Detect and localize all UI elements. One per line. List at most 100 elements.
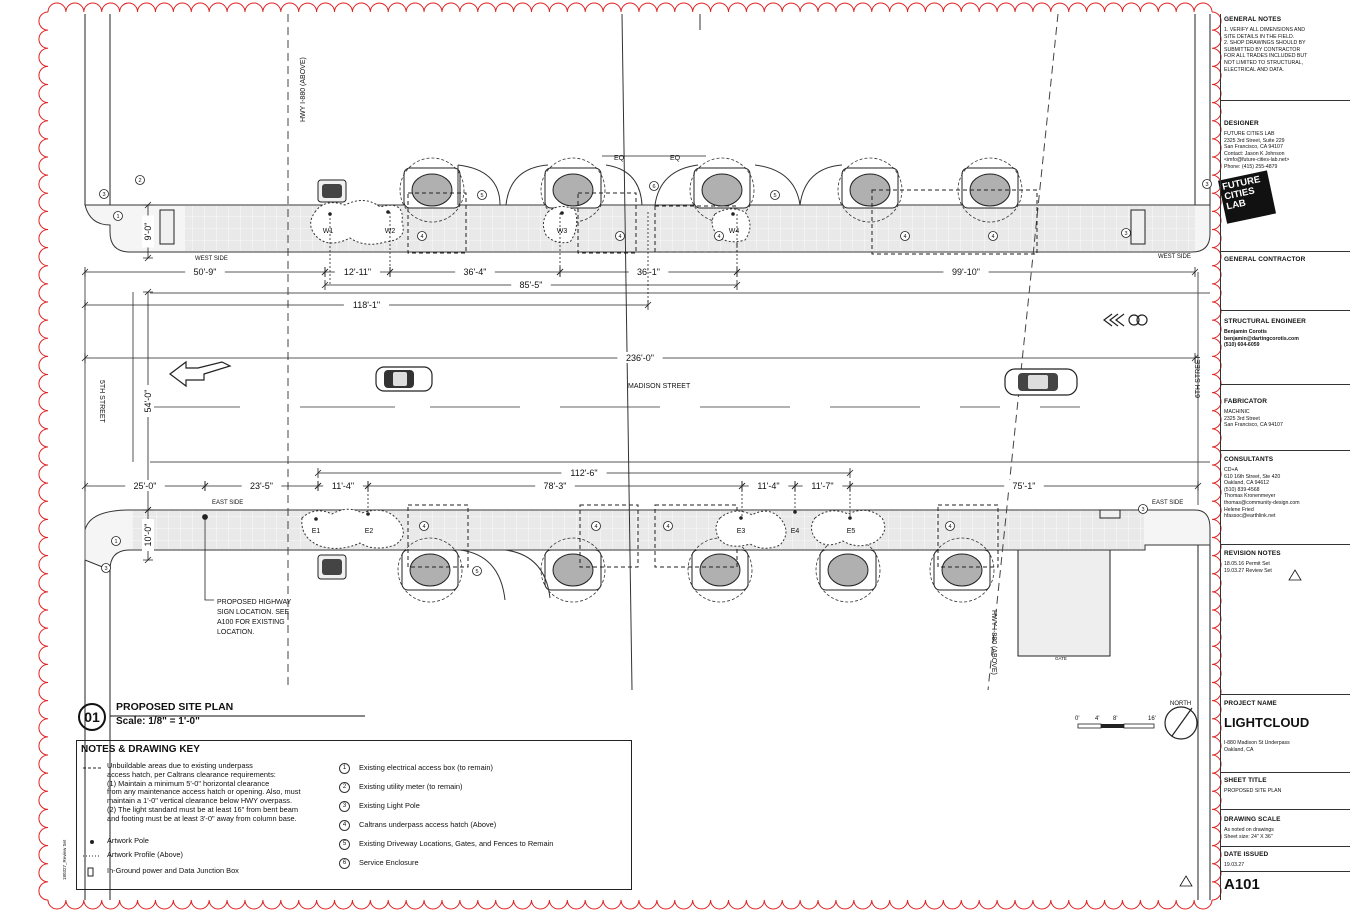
tree-trunk xyxy=(409,553,451,587)
artwork-pole xyxy=(731,212,735,216)
general-notes-head: GENERAL NOTES xyxy=(1224,16,1282,23)
dimension-label-bg xyxy=(323,480,363,491)
madison-street-label: MADISON STREET xyxy=(628,383,691,390)
dimension-tick xyxy=(321,280,329,290)
key-marker-number: 3 xyxy=(102,192,105,198)
dimension-label-bg xyxy=(535,480,575,491)
key-marker-number: 4 xyxy=(948,524,951,530)
key-number-circle: 4 xyxy=(339,820,350,831)
artwork-pole xyxy=(314,517,318,521)
dimension-label: 11'-7" xyxy=(811,481,833,491)
sign-note-line: SIGN LOCATION. SEE xyxy=(217,609,290,616)
divider xyxy=(1220,384,1350,385)
key-marker xyxy=(472,566,482,576)
fifth-street-label: 5TH STREET xyxy=(98,380,105,424)
scale-tick-4: 4' xyxy=(1095,716,1099,722)
dimension-tick xyxy=(1191,267,1199,277)
key-marker xyxy=(591,521,601,531)
artwork-label-west: W1 xyxy=(323,228,334,235)
sheet-number-section: A101 xyxy=(1224,876,1348,893)
dimension-label-bg xyxy=(1004,480,1044,491)
artwork-label-east: E2 xyxy=(365,528,374,535)
eq-label-right: EQ xyxy=(670,155,681,162)
dimension-tick xyxy=(81,481,89,491)
key-marker xyxy=(477,190,487,200)
dimension-tick xyxy=(143,201,153,209)
key-marker-number: 4 xyxy=(903,234,906,240)
key-number-circle: 3 xyxy=(339,801,350,812)
titleblock-left-rule xyxy=(1220,14,1221,900)
dimension-label: 54'-0" xyxy=(143,390,153,413)
junction-box-symbol xyxy=(87,867,94,877)
dimension-label-bg xyxy=(142,385,154,417)
scale-tick-0: 0' xyxy=(1075,716,1079,722)
dimension-tick xyxy=(81,300,89,310)
artwork-pole xyxy=(328,212,332,216)
west-side-left-label: WEST SIDE xyxy=(195,256,228,262)
dimension-tick xyxy=(1194,481,1202,491)
dimension-label-bg xyxy=(142,215,154,248)
artwork-label-west: W2 xyxy=(385,228,396,235)
dimension-label-bg xyxy=(628,266,669,277)
tree-trunk xyxy=(552,173,594,207)
dimension-label-bg xyxy=(125,480,165,491)
artwork-pole xyxy=(560,211,564,215)
artwork-label-east: E4 xyxy=(791,528,800,535)
key-text: Existing electrical access box (to remai… xyxy=(359,763,493,772)
artwork-pole-note: Artwork Pole xyxy=(107,836,149,845)
key-number-circle: 1 xyxy=(339,763,350,774)
sheet-number: A101 xyxy=(1224,876,1260,893)
sixth-street-label: 6TH STREET xyxy=(1195,354,1202,398)
key-number-circle: 2 xyxy=(339,782,350,793)
key-marker-number: 3 xyxy=(1141,507,1144,513)
drawing-scale-head: DRAWING SCALE xyxy=(1224,816,1281,823)
dimension-tick xyxy=(201,481,209,491)
key-marker xyxy=(1202,179,1212,189)
key-marker-number: 6 xyxy=(652,184,655,190)
artwork-label-east: E5 xyxy=(847,528,856,535)
dimension-tick xyxy=(143,556,153,564)
structural-section: STRUCTURAL ENGINEER Benjamin Corotis ben… xyxy=(1224,318,1348,349)
dimension-tick xyxy=(143,506,153,514)
dimension-tick xyxy=(321,267,329,277)
dimension-label-bg xyxy=(943,266,989,277)
key-marker xyxy=(113,211,123,221)
key-marker-number: 1 xyxy=(114,539,117,545)
key-marker xyxy=(988,231,998,241)
dimension-label: 236'-0" xyxy=(626,353,654,363)
turn-arrow xyxy=(169,360,232,388)
tree-trunk xyxy=(969,173,1011,207)
artwork-pole xyxy=(366,512,370,516)
notes-drawing-key: NOTES & DRAWING KEY Unbuildable areas du… xyxy=(76,740,632,890)
dimension-label-bg xyxy=(334,266,381,277)
plan-title: PROPOSED SITE PLAN xyxy=(116,701,234,713)
tree-trunk xyxy=(411,173,453,207)
key-marker-number: 4 xyxy=(991,234,994,240)
dimension-label: 11'-4" xyxy=(332,481,354,491)
divider xyxy=(1220,310,1350,311)
project-location: I-880 Madison St Underpass Oakland, CA xyxy=(1224,740,1290,753)
date-issued-section: DATE ISSUED 19.03.27 xyxy=(1224,851,1348,869)
tree-trunk xyxy=(941,553,983,587)
future-cities-lab-logo: FUTURE CITIES LAB xyxy=(1217,169,1277,224)
hwy-label-bottom: HWY I-880 (ABOVE) xyxy=(990,610,997,675)
key-marker-number: 4 xyxy=(422,524,425,530)
dimension-label: 112'-6" xyxy=(570,468,597,478)
sign-leader xyxy=(202,514,214,601)
key-text: Service Enclosure xyxy=(359,858,419,867)
divider xyxy=(1220,251,1350,252)
fabricator-body: MACHINIC 2325 3rd Street San Francisco, … xyxy=(1224,409,1283,429)
general-notes-body: 1. VERIFY ALL DIMENSIONS AND SITE DETAIL… xyxy=(1224,27,1308,73)
dimension-tick xyxy=(556,267,564,277)
dimension-tick xyxy=(846,468,854,478)
dimension-label: 9'-0" xyxy=(143,223,153,241)
sign-note-line: LOCATION. xyxy=(217,629,254,636)
plan-scale: Scale: 1/8" = 1'-0" xyxy=(116,716,200,727)
plan-labels: HWY I-880 (ABOVE) HWY I-880 (ABOVE) 5TH … xyxy=(62,57,1202,880)
dimension-tick xyxy=(81,267,89,277)
artwork-profiles xyxy=(301,200,886,549)
